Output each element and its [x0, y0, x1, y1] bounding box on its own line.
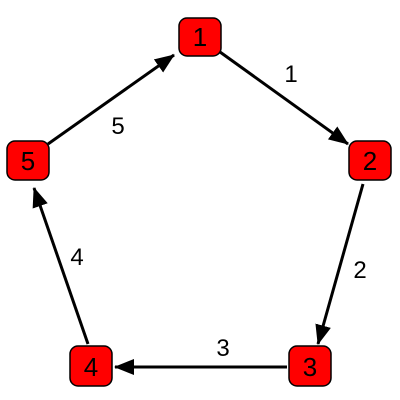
- node-2: 2: [348, 140, 392, 181]
- node-label-1: 1: [193, 22, 207, 52]
- edge-1-to-2: [219, 50, 349, 146]
- edge-4-to-5: [32, 187, 90, 345]
- node-label-4: 4: [84, 352, 98, 382]
- edges: [32, 50, 365, 375]
- node-label-3: 3: [303, 352, 317, 382]
- edge-2-to-3: [315, 183, 365, 345]
- edge-label-5: 5: [111, 113, 124, 140]
- edge-label-2: 2: [353, 257, 366, 284]
- edge-label-1: 1: [284, 61, 297, 88]
- edge-5-to-1: [47, 53, 175, 146]
- node-4: 4: [69, 345, 113, 387]
- nodes: 1 2 3 4 5: [6, 17, 392, 387]
- edge-label-3: 3: [216, 335, 229, 362]
- node-label-2: 2: [363, 146, 377, 176]
- node-3: 3: [288, 345, 332, 387]
- edge-labels: 1 2 3 4 5: [70, 61, 366, 362]
- node-5: 5: [6, 140, 50, 181]
- node-1: 1: [178, 17, 222, 57]
- node-label-5: 5: [21, 146, 35, 176]
- edge-label-4: 4: [70, 244, 83, 271]
